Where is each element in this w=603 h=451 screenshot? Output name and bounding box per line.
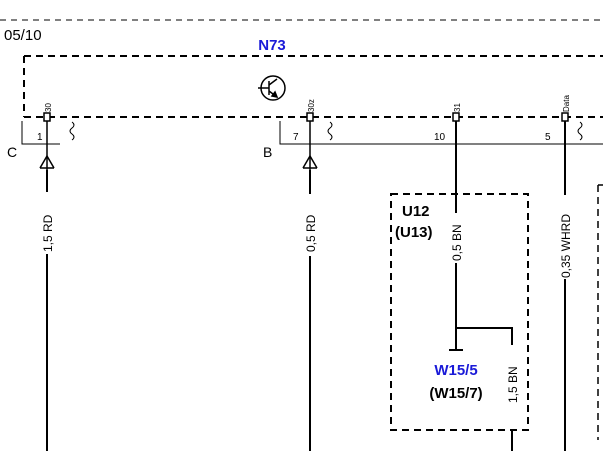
wire-lines xyxy=(46,121,566,451)
page-ref: 05/10 xyxy=(4,27,42,44)
pin-number-10: 10 xyxy=(434,132,446,143)
wire-label-group: 1,5 RD 0,5 RD 0,5 BN 0,35 WHRD 1,5 BN xyxy=(40,192,573,405)
transistor-icon xyxy=(258,75,286,101)
wire-label-1-5-rd: 1,5 RD xyxy=(41,214,55,252)
wire-label-0-35-whrd: 0,35 WHRD xyxy=(559,214,573,278)
ground-arrow-icon xyxy=(39,121,55,170)
wire-label-0-5-rd: 0,5 RD xyxy=(304,214,318,252)
shield-squiggle-icon xyxy=(327,121,333,141)
connector-housing xyxy=(21,121,603,145)
connector-side-b: B xyxy=(263,144,272,160)
pin-top-label-30z: 30z xyxy=(307,99,316,112)
pin-top-label-31: 31 xyxy=(453,103,462,112)
connector-id: W15/5 xyxy=(434,362,477,379)
connector-alt: (W15/7) xyxy=(429,385,482,402)
pin-top-label-30: 30 xyxy=(44,103,53,112)
pin-number-7: 7 xyxy=(293,132,299,143)
connector-side-c: C xyxy=(7,144,17,160)
pin-top-label-data: Data xyxy=(562,95,571,112)
sub-unit-id: U12 xyxy=(402,203,430,220)
wire-label-0-5-bn: 0,5 BN xyxy=(450,224,464,261)
ground-arrow-icon xyxy=(302,121,318,170)
sub-unit-box xyxy=(390,193,529,431)
shield-squiggle-icon xyxy=(577,121,583,141)
pin-number-5: 5 xyxy=(545,132,551,143)
adjacent-box-edge xyxy=(597,184,603,440)
sub-unit-alt: (U13) xyxy=(395,224,433,241)
wire-label-1-5-bn: 1,5 BN xyxy=(506,366,520,403)
shield-squiggle-icon xyxy=(69,121,75,141)
component-id: N73 xyxy=(258,37,286,54)
pin-number-1: 1 xyxy=(37,132,43,143)
